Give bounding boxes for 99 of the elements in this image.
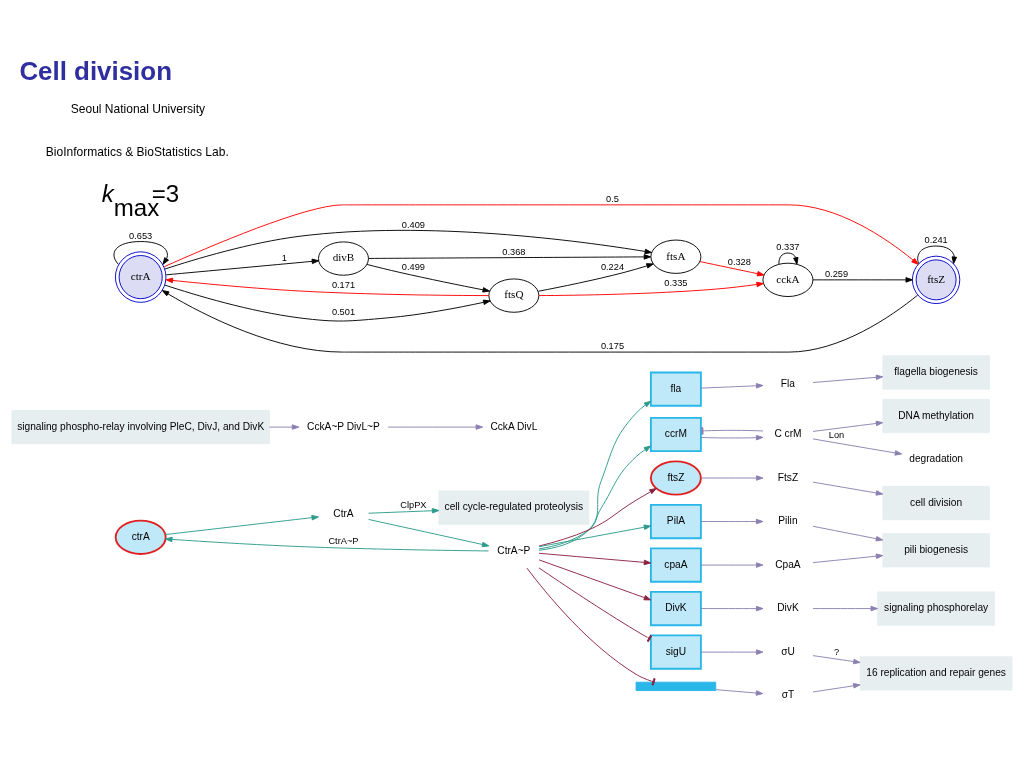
arrow bbox=[161, 289, 919, 353]
arrow bbox=[165, 277, 490, 296]
node-box: 16 replication and repair genes bbox=[859, 655, 1013, 691]
arrow bbox=[812, 682, 861, 692]
arrow bbox=[164, 229, 652, 269]
label: BioInformatics & BioStatistics Lab. bbox=[45, 144, 229, 159]
arrow bbox=[113, 240, 169, 265]
arrow bbox=[165, 258, 320, 275]
arrow bbox=[812, 481, 884, 496]
node-text: CckA~P DivL~P bbox=[307, 420, 380, 432]
node-box: signaling phosphorelay bbox=[877, 590, 995, 626]
arrow bbox=[700, 434, 764, 440]
arrow bbox=[700, 474, 764, 481]
edge-label: 0.335 bbox=[664, 277, 688, 288]
edge-label: Lon bbox=[828, 429, 845, 440]
edge-label: 0.653 bbox=[129, 230, 153, 241]
node-box: signaling phospho-relay involving PleC, DivJ, and DivK bbox=[11, 409, 270, 444]
edge-label: 0.328 bbox=[727, 256, 751, 267]
arrow bbox=[164, 514, 319, 535]
arrow bbox=[778, 252, 799, 265]
edge-label: ClpPX bbox=[400, 499, 427, 510]
arrow bbox=[368, 518, 490, 547]
arrow bbox=[812, 654, 861, 664]
node-box: DivK bbox=[649, 590, 702, 626]
node-text: CpaA bbox=[775, 558, 801, 570]
arrow bbox=[163, 203, 919, 267]
arrow bbox=[538, 552, 652, 565]
node-box: PilA bbox=[649, 503, 702, 539]
edge-label: 0.501 bbox=[331, 306, 356, 317]
connector bbox=[700, 426, 764, 435]
node-box: pili biogenesis bbox=[882, 532, 990, 567]
edge-label: 0.368 bbox=[502, 246, 526, 257]
node-text: CckA DivL bbox=[490, 420, 538, 432]
node-text: Fla bbox=[780, 377, 796, 389]
edge-label: ? bbox=[833, 646, 840, 657]
arrow bbox=[538, 445, 652, 549]
node-text: FtsZ bbox=[777, 471, 799, 483]
node-text: Pilin bbox=[778, 514, 798, 526]
arrow bbox=[700, 561, 764, 568]
edge-label: 0.337 bbox=[776, 241, 800, 252]
connector bbox=[526, 567, 656, 686]
node-ellipse: cckA bbox=[762, 262, 814, 297]
node-ellipse: ctrA bbox=[114, 519, 167, 555]
arrow bbox=[700, 382, 764, 389]
edge-label: 0.171 bbox=[331, 279, 356, 290]
arrow bbox=[700, 518, 764, 524]
node-text: σT bbox=[781, 688, 795, 700]
edge-label: 0.224 bbox=[600, 261, 625, 272]
node-text: DivK bbox=[777, 601, 799, 613]
node-text: CtrA bbox=[333, 507, 354, 519]
diagram-title: Cell division bbox=[19, 56, 172, 85]
label: Seoul National University bbox=[70, 101, 206, 116]
node-box: DNA methylation bbox=[882, 398, 990, 433]
arrow bbox=[538, 558, 652, 600]
node-box: cpaA bbox=[649, 546, 702, 583]
connector bbox=[538, 566, 652, 642]
arrow bbox=[387, 423, 484, 430]
arrow bbox=[812, 276, 913, 283]
arrow bbox=[538, 524, 652, 547]
node-text: σU bbox=[781, 645, 795, 657]
edge-label: 0.241 bbox=[924, 234, 948, 245]
arrow bbox=[538, 400, 652, 551]
node-box: cell division bbox=[882, 485, 990, 520]
arrow bbox=[164, 284, 491, 321]
node-box: cell cycle-regulated proteolysis bbox=[438, 490, 590, 525]
edge-label: CtrA~P bbox=[328, 535, 359, 546]
node-ellipse: ftsQ bbox=[488, 277, 540, 313]
arrow bbox=[700, 605, 764, 611]
arrow bbox=[699, 260, 765, 276]
edge-label: 0.5 bbox=[606, 193, 619, 204]
edge-label: 0.409 bbox=[401, 219, 425, 230]
arrow bbox=[812, 437, 903, 456]
arrow bbox=[538, 281, 764, 296]
arrow bbox=[165, 536, 489, 551]
arrow bbox=[812, 605, 878, 611]
node-box: fla bbox=[649, 371, 702, 407]
arrow bbox=[917, 245, 958, 264]
arrow bbox=[812, 420, 884, 432]
node-text: degradation bbox=[909, 452, 963, 464]
arrow bbox=[368, 253, 652, 260]
node-ellipse: ftsA bbox=[650, 239, 702, 274]
edge-label: 1 bbox=[281, 252, 287, 263]
edge-label: 0.175 bbox=[600, 340, 625, 351]
arrow bbox=[812, 525, 884, 541]
arrow bbox=[537, 262, 654, 292]
node-ellipse: divB bbox=[318, 240, 369, 276]
node-box: flagella biogenesis bbox=[882, 354, 990, 390]
node-text: CtrA~P bbox=[497, 544, 531, 556]
arrow bbox=[538, 487, 657, 546]
arrow bbox=[715, 688, 764, 696]
edge-label: 0.499 bbox=[401, 261, 425, 272]
arrow bbox=[268, 423, 300, 430]
arrow bbox=[812, 374, 884, 383]
node-text: C crM bbox=[774, 427, 802, 439]
arrow bbox=[700, 648, 764, 655]
arrow bbox=[368, 507, 440, 514]
edge-label: 0.259 bbox=[824, 268, 849, 279]
arrow bbox=[812, 553, 884, 563]
arrow bbox=[366, 263, 490, 293]
